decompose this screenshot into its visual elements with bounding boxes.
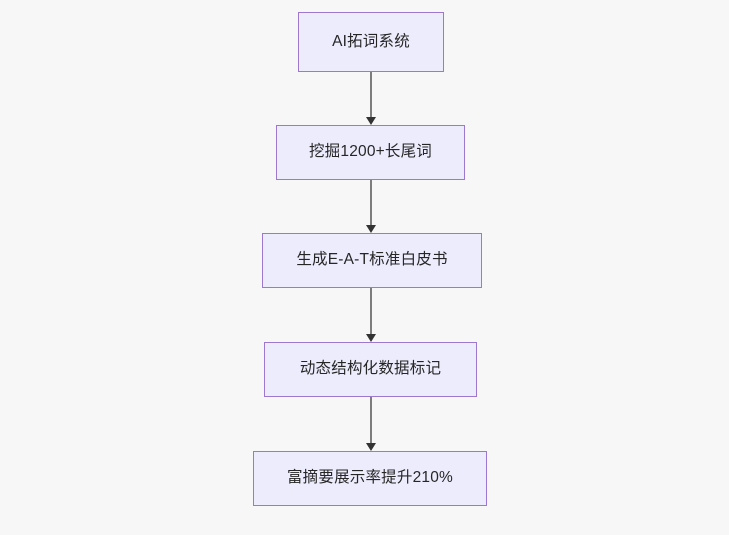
flow-node[interactable]: AI拓词系统 <box>298 12 444 72</box>
flow-node-label: 富摘要展示率提升210% <box>286 469 454 487</box>
edge-line <box>370 72 372 118</box>
flow-node-label: 动态结构化数据标记 <box>299 360 442 378</box>
arrowhead-icon <box>366 225 376 233</box>
arrowhead-icon <box>366 334 376 342</box>
flow-node-label: AI拓词系统 <box>332 32 410 50</box>
edge-line <box>370 397 372 444</box>
flow-node[interactable]: 富摘要展示率提升210% <box>253 451 487 506</box>
flow-node-label: 生成E-A-T标准白皮书 <box>296 251 448 269</box>
flow-node[interactable]: 动态结构化数据标记 <box>264 342 477 397</box>
arrowhead-icon <box>366 443 376 451</box>
edge-line <box>370 180 372 226</box>
flow-node[interactable]: 生成E-A-T标准白皮书 <box>262 233 482 288</box>
flow-node[interactable]: 挖掘1200+长尾词 <box>276 125 465 180</box>
arrowhead-icon <box>366 117 376 125</box>
edge-line <box>370 288 372 335</box>
flow-node-label: 挖掘1200+长尾词 <box>308 143 433 161</box>
